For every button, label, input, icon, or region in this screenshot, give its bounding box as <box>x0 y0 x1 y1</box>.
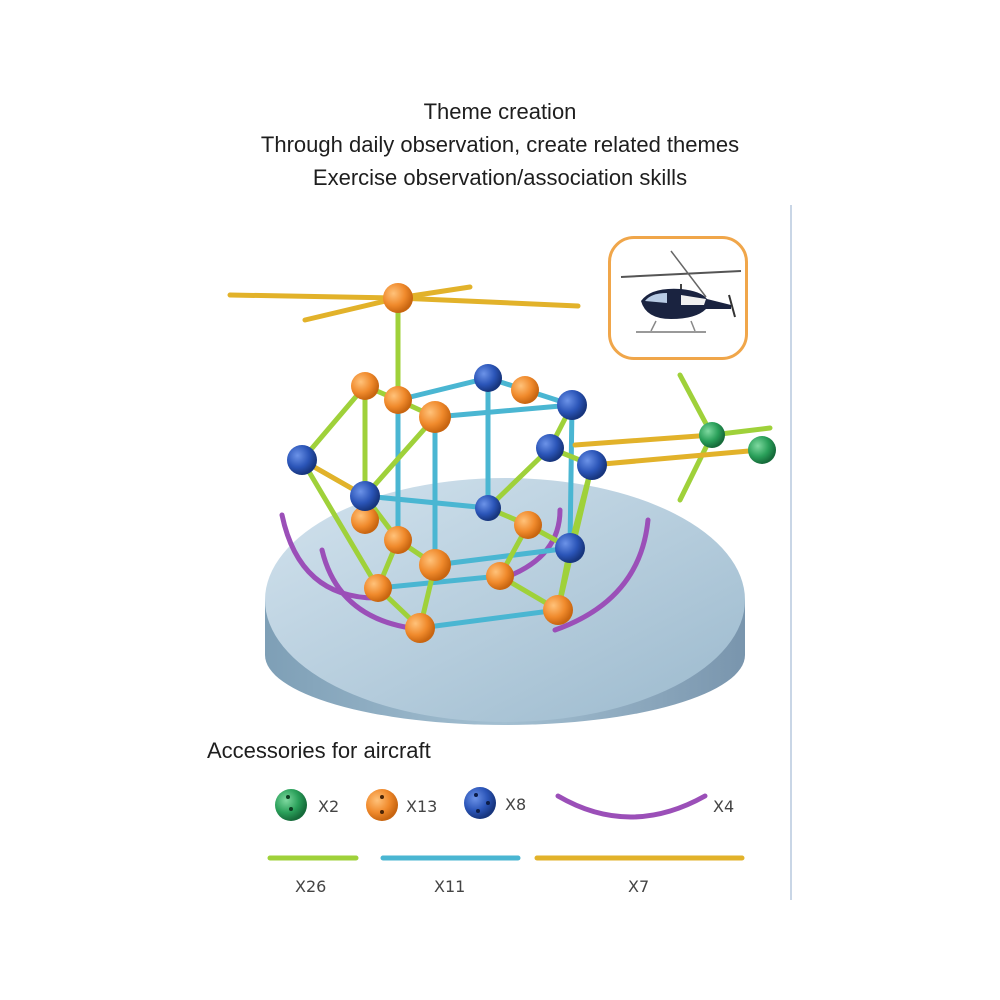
green-ball <box>699 422 776 464</box>
vertical-divider <box>790 205 792 900</box>
reference-helicopter-photo <box>608 236 748 360</box>
lime-stick-qty: X26 <box>295 877 327 896</box>
yellow-stick-qty: X7 <box>628 877 650 896</box>
cyan-stick-qty: X11 <box>434 877 466 896</box>
legend-purple-arc-icon <box>555 793 708 820</box>
connector-balls <box>287 283 776 643</box>
legend-blue-ball-icon <box>464 787 496 819</box>
legend-green-ball-icon <box>275 789 307 821</box>
helicopter-icon <box>620 250 742 333</box>
purple-arc-qty: X4 <box>713 797 735 816</box>
orange-ball-qty: X13 <box>406 797 438 816</box>
header-tagline: Exercise observation/association skills <box>312 165 688 190</box>
header-title: Theme creation <box>423 99 577 124</box>
header-subtitle: Through daily observation, create relate… <box>260 132 740 157</box>
green-ball-qty: X2 <box>318 797 340 816</box>
legend-orange-ball-icon <box>366 789 398 821</box>
accessories-title: Accessories for aircraft <box>207 738 431 763</box>
accessory-legend <box>267 787 745 861</box>
blue-ball <box>287 364 607 563</box>
orange-ball <box>351 283 573 643</box>
header-text: Theme creation Through daily observation… <box>0 95 1000 194</box>
blue-ball-qty: X8 <box>505 795 527 814</box>
